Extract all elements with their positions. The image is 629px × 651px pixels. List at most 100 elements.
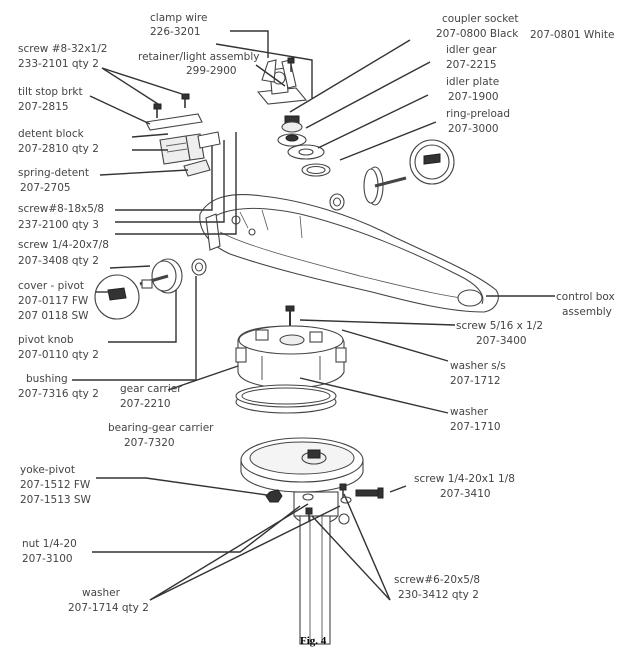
- label-line: 237-2100 qty 3: [18, 219, 99, 231]
- label-idler-plate: idler plate 207-1900: [446, 76, 499, 103]
- clamp-wire-part: [287, 57, 295, 72]
- label-line: 207-1710: [450, 421, 501, 433]
- white-variant-label: 207-0801 White: [530, 29, 614, 41]
- label-ring-preload: ring-preload 207-3000: [446, 108, 510, 135]
- label-line: 207-2815: [18, 101, 69, 113]
- label-line: bushing: [26, 373, 68, 385]
- label-line: 207-3410: [440, 488, 491, 500]
- label-line: tilt stop brkt: [18, 86, 83, 98]
- label-line: yoke-pivot: [20, 464, 75, 476]
- label-line: cover - pivot: [18, 280, 84, 292]
- label-line: detent block: [18, 128, 85, 140]
- label-line: screw#6-20x5/8: [394, 574, 480, 586]
- idler-plate-part: [287, 144, 325, 160]
- label-line: 207-1900: [448, 91, 499, 103]
- left-pivot-cover-part: [94, 274, 140, 320]
- label-line: spring-detent: [18, 167, 89, 179]
- label-line: gear carrier: [120, 383, 182, 395]
- label-cover-pivot: cover - pivot 207-0117 FW 207 0118 SW: [18, 280, 89, 322]
- spring-detent-part: [183, 159, 211, 177]
- label-line: 207-7320: [124, 437, 175, 449]
- coupler-socket-part: [281, 115, 303, 133]
- left-pivot-knob-part: [139, 258, 183, 294]
- idler-gear-part: [277, 133, 307, 147]
- label-line: screw 1/4-20x1 1/8: [414, 473, 515, 485]
- left-bushing-part: [191, 258, 207, 276]
- label-line: 233-2101 qty 2: [18, 58, 99, 70]
- screw-8-32-parts: [153, 93, 190, 118]
- label-line: washer s/s: [450, 360, 506, 372]
- label-line: pivot knob: [18, 334, 74, 346]
- label-line: 207-7316 qty 2: [18, 388, 99, 400]
- label-line: ring-preload: [446, 108, 510, 120]
- label-idler-gear: idler gear 207-2215: [446, 44, 497, 71]
- label-retainer: retainer/light assembly 299-2900: [138, 51, 259, 77]
- gear-carrier-part: [235, 325, 347, 389]
- label-yoke-pivot: yoke-pivot 207-1512 FW 207-1513 SW: [20, 464, 92, 506]
- label-line: washer: [82, 587, 121, 599]
- label-line: 207-1712: [450, 375, 501, 387]
- label-line: 207-1714 qty 2: [68, 602, 149, 614]
- label-control-box: control box assembly: [556, 291, 615, 318]
- label-coupler-socket: coupler socket 207-0800 Black: [436, 13, 519, 40]
- label-detent-block: detent block 207-2810 qty 2: [18, 128, 99, 155]
- label-line: screw 1/4-20x7/8: [18, 239, 109, 251]
- label-clamp-wire: clamp wire 226-3201: [150, 12, 207, 38]
- label-line: screw#8-18x5/8: [18, 203, 104, 215]
- label-line: 207-1512 FW: [20, 479, 91, 491]
- ring-preload-part: [301, 163, 331, 177]
- leader-lines: [72, 30, 555, 601]
- yoke-pivot-part: [240, 437, 364, 645]
- label-line: 207-0800 Black: [436, 28, 519, 40]
- label-screw-8-32: screw #8-32x1/2 233-2101 qty 2: [18, 43, 107, 70]
- label-line: idler gear: [446, 44, 497, 56]
- label-line: bearing-gear carrier: [108, 422, 214, 434]
- label-line: 207-0110 qty 2: [18, 349, 99, 361]
- label-line: 230-3412 qty 2: [398, 589, 479, 601]
- label-line: 207-2705: [20, 182, 71, 194]
- label-line: 207-3400: [476, 335, 527, 347]
- label-line: 207-3000: [448, 123, 499, 135]
- label-line: 207-3408 qty 2: [18, 255, 99, 267]
- label-washer-1714: washer 207-1714 qty 2: [68, 587, 149, 614]
- label-line: washer: [450, 406, 489, 418]
- label-line: clamp wire: [150, 12, 207, 24]
- figure-caption: Fig. 4: [300, 635, 327, 647]
- screw-1-4-20x1-1-8-part: [355, 487, 384, 499]
- label-tilt-stop: tilt stop brkt 207-2815: [18, 86, 83, 113]
- label-line: assembly: [562, 306, 612, 318]
- label-nut: nut 1/4-20 207-3100: [22, 538, 77, 565]
- label-bearing-gear-carrier: bearing-gear carrier 207-7320: [108, 422, 214, 449]
- label-line: 207-2215: [446, 59, 497, 71]
- label-pivot-knob: pivot knob 207-0110 qty 2: [18, 334, 99, 361]
- label-line: 299-2900: [186, 65, 237, 77]
- label-screw-1-4-20x1-1-8: screw 1/4-20x1 1/8 207-3410: [414, 473, 515, 500]
- control-box-assembly-part: [199, 194, 499, 313]
- label-washer-ss: washer s/s 207-1712: [450, 360, 506, 387]
- label-screw-5-16: screw 5/16 x 1/2 207-3400: [456, 320, 543, 347]
- label-line: 207-1513 SW: [20, 494, 92, 506]
- label-line: 207 0118 SW: [18, 310, 89, 322]
- label-line: retainer/light assembly: [138, 51, 259, 63]
- bearing-gear-carrier-part: [235, 384, 337, 414]
- label-line: screw #8-32x1/2: [18, 43, 107, 55]
- tilt-stop-bracket-part: [145, 113, 203, 131]
- right-pivot-cover-part: [409, 139, 455, 185]
- washer-1714-parts: [302, 493, 352, 504]
- label-screw-1-4-20x7-8: screw 1/4-20x7/8 207-3408 qty 2: [18, 239, 109, 267]
- label-line: idler plate: [446, 76, 499, 88]
- label-gear-carrier: gear carrier 207-2210: [120, 383, 182, 410]
- label-line: 226-3201: [150, 26, 201, 38]
- label-screw-8-18: screw#8-18x5/8 237-2100 qty 3: [18, 203, 104, 231]
- label-line: 207-3100: [22, 553, 73, 565]
- label-line: 207-2210: [120, 398, 171, 410]
- label-line: nut 1/4-20: [22, 538, 77, 550]
- label-bushing: bushing 207-7316 qty 2: [18, 373, 99, 400]
- label-washer-1710: washer 207-1710: [450, 406, 501, 433]
- right-bushing-part: [329, 193, 345, 211]
- right-pivot-knob-part: [363, 166, 407, 206]
- label-line: screw 5/16 x 1/2: [456, 320, 543, 332]
- label-line: control box: [556, 291, 615, 303]
- retainer-light-assembly-part: [256, 59, 308, 105]
